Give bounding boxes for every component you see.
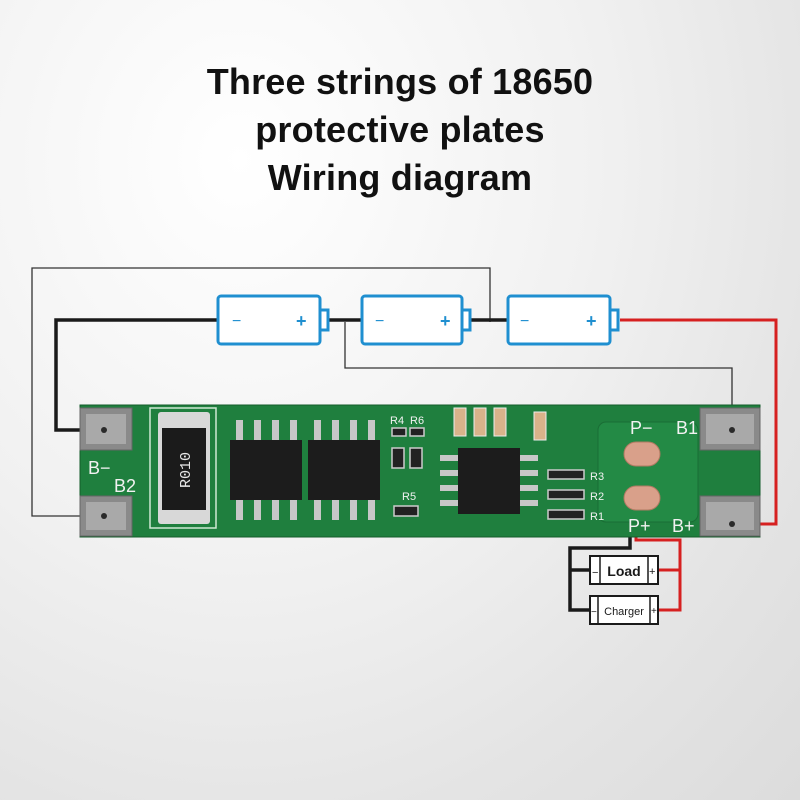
label-r2: R2 — [590, 491, 604, 503]
battery-2-minus: − — [375, 313, 384, 330]
protection-board: R010 — [79, 404, 761, 538]
title-line-3: Wiring diagram — [267, 157, 533, 198]
label-b-minus: B− — [88, 458, 111, 478]
diagram-title: Three strings of 18650 protective plates… — [0, 58, 800, 202]
charger-box: − Charger + — [589, 595, 659, 625]
mosfet-chip-2 — [308, 420, 380, 520]
load-box: − Load + — [589, 555, 659, 585]
pad-b-minus — [79, 407, 133, 451]
title-line-1: Three strings of 18650 — [206, 61, 594, 102]
load-plus: + — [649, 566, 655, 578]
wire-junction-to-b1 — [344, 322, 733, 430]
battery-3: − + — [506, 294, 620, 346]
label-r5: R5 — [402, 491, 416, 503]
label-r6: R6 — [410, 415, 424, 427]
label-r4: R4 — [390, 415, 404, 427]
wire-terminals — [101, 427, 735, 527]
shunt-resistor-marking: R010 — [178, 452, 195, 488]
smd-components — [391, 407, 585, 520]
battery-3-minus: − — [520, 313, 529, 330]
load-minus: − — [592, 567, 598, 579]
black-wires — [54, 318, 650, 612]
battery-1: − + — [216, 294, 330, 346]
charger-label: Charger — [604, 606, 644, 618]
mosfet-chip-1 — [230, 420, 302, 520]
battery-1-minus: − — [232, 313, 241, 330]
pad-b1 — [699, 407, 761, 451]
battery-1-plus: + — [296, 311, 307, 331]
title-line-2: protective plates — [255, 109, 545, 150]
label-r3: R3 — [590, 471, 604, 483]
load-label: Load — [607, 563, 640, 579]
battery-3-plus: + — [586, 311, 597, 331]
label-r1: R1 — [590, 511, 604, 523]
thin-wires — [31, 267, 733, 517]
pad-b-plus — [699, 495, 761, 537]
wire-bminus — [54, 318, 218, 432]
label-b1: B1 — [676, 418, 698, 438]
label-p-plus: P+ — [628, 516, 651, 536]
component-labels: R4 R6 R5 R3 R2 R1 — [390, 415, 604, 523]
shunt-resistor: R010 — [158, 412, 210, 524]
label-b-plus: B+ — [672, 516, 695, 536]
battery-2-plus: + — [440, 311, 451, 331]
protection-ic — [440, 448, 538, 514]
battery-2: − + — [360, 294, 472, 346]
wire-b2-to-junction — [31, 267, 491, 517]
charger-plus: + — [651, 606, 657, 617]
label-p-minus: P− — [630, 418, 653, 438]
silkscreen-labels: B− B2 P− B1 P+ B+ — [88, 418, 698, 536]
charger-minus: − — [591, 607, 597, 618]
pad-p-plus — [623, 485, 661, 511]
pad-p-minus — [623, 441, 661, 467]
label-b2: B2 — [114, 476, 136, 496]
